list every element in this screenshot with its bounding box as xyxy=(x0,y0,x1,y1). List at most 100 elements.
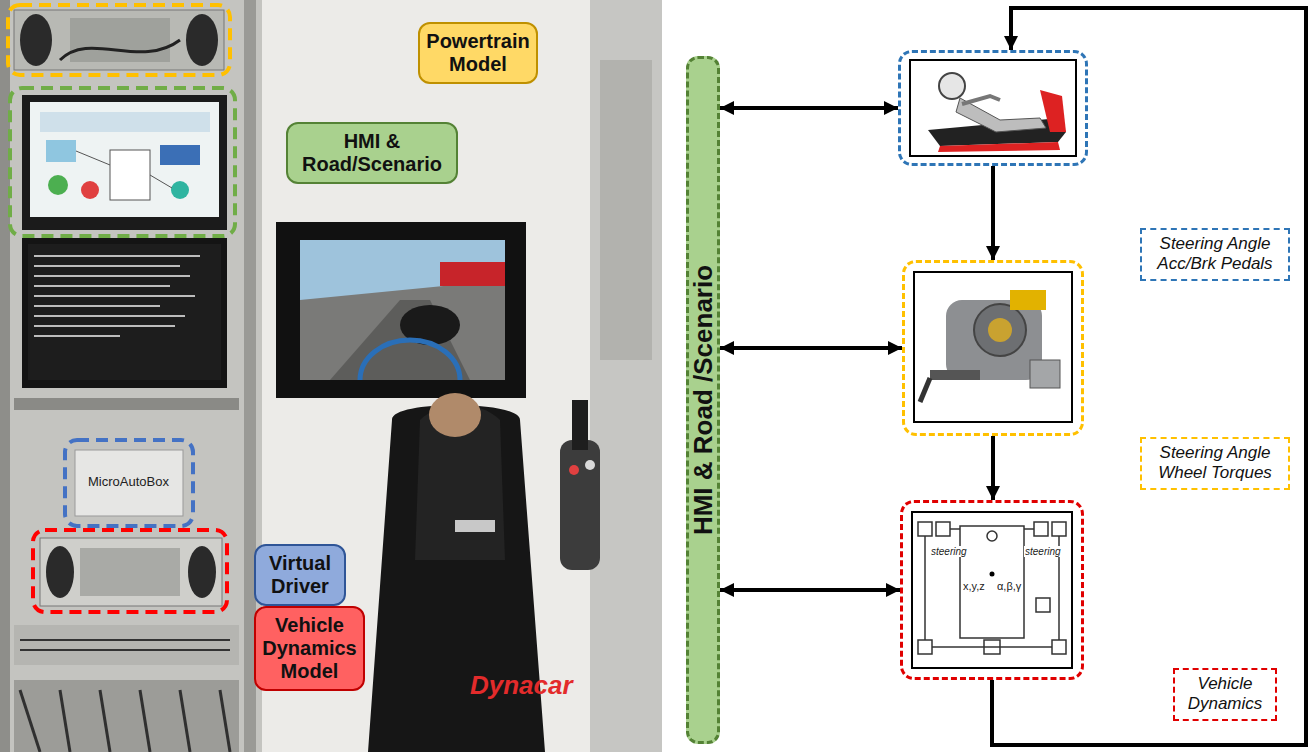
drawing-part xyxy=(590,0,662,752)
drawing-part xyxy=(34,275,190,277)
drawing-part xyxy=(1036,598,1050,612)
drawing-part xyxy=(569,465,579,475)
photo xyxy=(0,0,662,752)
schematic-label: steering xyxy=(930,546,968,557)
bar-title: HMI & Road /Scenario xyxy=(688,265,719,535)
drawing-part xyxy=(34,315,185,317)
drawing-part xyxy=(20,649,230,651)
drawing-part xyxy=(150,175,172,188)
drawing-part xyxy=(276,222,526,398)
signal-callout: Vehicle Dynamics xyxy=(1173,668,1277,721)
drawing-part xyxy=(924,536,926,640)
drawing-part xyxy=(920,378,930,402)
drawing-part xyxy=(918,522,1066,654)
drawing-part xyxy=(912,512,1072,668)
drawing-part xyxy=(8,5,230,75)
driver-box xyxy=(898,50,1088,166)
drawing-part xyxy=(572,400,588,450)
schematic-label: steering xyxy=(1024,546,1062,557)
drawing-part xyxy=(34,325,175,327)
drawing-part xyxy=(910,60,1076,156)
drawing-part xyxy=(34,265,180,267)
drawing-part xyxy=(110,150,150,200)
drawing-part xyxy=(600,60,652,360)
drawing-part xyxy=(950,528,960,530)
drawing-part xyxy=(171,181,189,199)
drawing-part xyxy=(0,0,662,752)
node-text: Vehicle Dynamics Model xyxy=(262,614,357,683)
drawing-part xyxy=(440,262,505,286)
node-text: Steering Angle Acc/Brk Pedals xyxy=(1148,234,1282,275)
drawing-part xyxy=(300,280,505,380)
part-label: HMI & Road/Scenario xyxy=(286,122,458,184)
drawing-part xyxy=(46,546,74,598)
node-text: Powertrain Model xyxy=(426,30,530,76)
drawing-part xyxy=(188,546,216,598)
drawing-part xyxy=(34,295,195,297)
drawing-part xyxy=(974,304,1026,356)
drawing-part xyxy=(429,393,481,437)
drawing-part xyxy=(262,0,592,752)
drawing-part xyxy=(20,639,230,641)
drawing-part xyxy=(180,690,190,752)
signal-arrow xyxy=(991,436,995,500)
powertrain-illustration xyxy=(914,272,1072,422)
drawing-part xyxy=(962,96,1000,104)
drawing-part xyxy=(1052,640,1066,654)
drawing-part xyxy=(1010,290,1046,310)
drawing-part xyxy=(46,140,76,162)
vehicle-model-illustration xyxy=(912,512,1072,668)
drawing-part xyxy=(220,690,230,752)
drawing-part xyxy=(30,102,219,217)
drawing-part xyxy=(988,318,1012,342)
signal-arrow xyxy=(720,588,900,592)
drawing-part xyxy=(20,640,230,650)
part-label: Powertrain Model xyxy=(418,22,538,84)
node-text: HMI & Road/Scenario xyxy=(294,130,450,176)
drawing-part xyxy=(20,690,40,752)
drawing-part xyxy=(914,272,1072,422)
signal-callout: Steering Angle Acc/Brk Pedals xyxy=(1140,228,1290,281)
drawing-part xyxy=(80,548,180,596)
signal-arrow xyxy=(720,106,898,110)
drawing-part xyxy=(48,175,68,195)
node-text: Virtual Driver xyxy=(262,552,338,598)
drawing-part xyxy=(1024,528,1034,530)
drawing-part xyxy=(918,640,932,654)
drawing-part xyxy=(14,680,239,752)
signal-arrow xyxy=(720,346,902,350)
drawing-part xyxy=(34,256,200,336)
drawing-part xyxy=(0,0,262,752)
drawing-part xyxy=(60,690,70,752)
brand-label: Dynacar xyxy=(470,670,573,701)
signal-callout: Steering Angle Wheel Torques xyxy=(1140,437,1290,490)
drawing-part xyxy=(60,40,180,60)
drawing-part xyxy=(930,370,980,380)
drawing-part xyxy=(40,112,210,132)
drawing-part xyxy=(34,305,160,307)
drawing-part xyxy=(918,522,932,536)
drawing-part xyxy=(14,625,239,665)
drawing-part xyxy=(65,440,193,526)
drawing-part xyxy=(932,646,1052,648)
drawing-part xyxy=(14,398,239,410)
drawing-part xyxy=(14,10,224,70)
drawing-part xyxy=(22,238,227,388)
powertrain-box xyxy=(902,260,1084,436)
drawing-part xyxy=(20,690,230,752)
drawing-part xyxy=(330,300,470,380)
drawing-part xyxy=(455,520,495,532)
drawing-part xyxy=(75,450,183,516)
node-text: Vehicle Dynamics xyxy=(1181,674,1269,715)
drawing-part xyxy=(160,145,200,165)
drawing-part xyxy=(960,526,1024,638)
drawing-part xyxy=(1052,522,1066,536)
scenario-bar: HMI & Road /Scenario xyxy=(686,56,720,744)
drawing-part xyxy=(987,531,997,541)
drawing-part xyxy=(34,335,120,337)
part-label: Vehicle Dynamics Model xyxy=(254,606,365,691)
drawing-part xyxy=(70,18,170,62)
signal-arrow xyxy=(992,8,1306,745)
